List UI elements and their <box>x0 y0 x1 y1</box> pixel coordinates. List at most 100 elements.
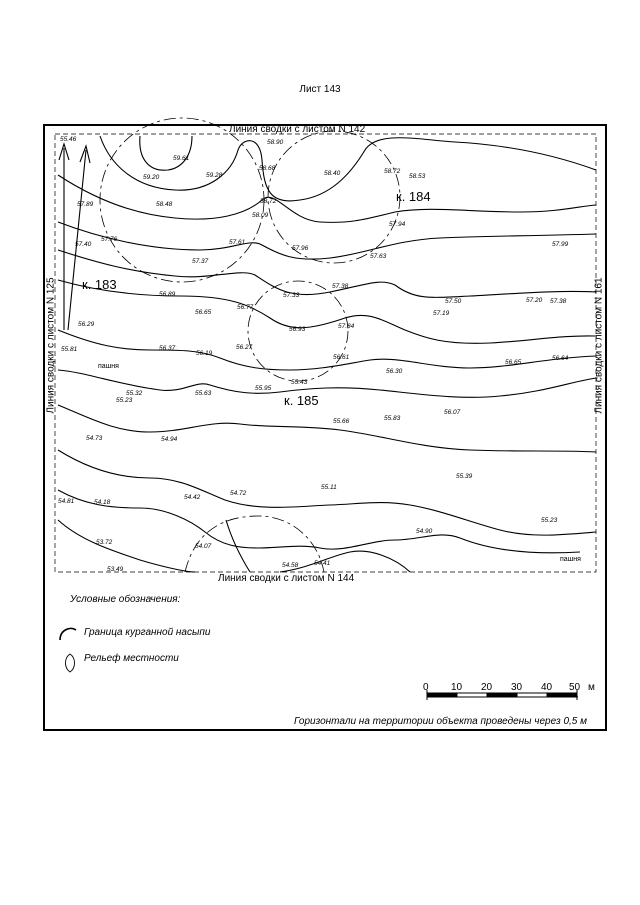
elevation-mark: 54.72 <box>230 490 247 497</box>
elevation-mark: 54.94 <box>161 436 178 443</box>
contour-line <box>57 519 196 573</box>
scale-tick-label: 40 <box>541 682 553 693</box>
elevation-mark: 54.81 <box>58 498 75 505</box>
elevation-mark: 57.37 <box>192 258 209 265</box>
elevation-mark: 56.27 <box>236 344 253 351</box>
elevation-mark: 55.95 <box>255 385 272 392</box>
elevation-mark: 58.40 <box>324 170 341 177</box>
elevation-mark: 55.43 <box>291 379 308 386</box>
elevation-mark: 58.48 <box>156 201 173 208</box>
elevation-mark: 57.20 <box>526 297 543 304</box>
elevation-mark: 54.07 <box>195 543 212 550</box>
elevation-mark: 56.89 <box>159 291 176 298</box>
contour-line <box>57 329 597 371</box>
elevation-mark: 56.30 <box>386 368 403 375</box>
elevation-mark: 55.46 <box>60 136 77 143</box>
contour-line <box>225 519 251 573</box>
contour-line <box>57 249 597 298</box>
legend-icons <box>59 627 77 673</box>
contour-line <box>57 279 597 344</box>
left-edge-label: Линия сводки с листом N 125 <box>45 277 57 414</box>
elevation-mark: 54.42 <box>184 494 201 501</box>
contour-line <box>57 489 581 554</box>
sheet-boundary <box>54 133 597 573</box>
elevation-mark: 57.63 <box>370 253 387 260</box>
kurgan-label-184: к. 184 <box>396 189 431 204</box>
contour-line <box>57 369 597 398</box>
elevation-mark: 56.07 <box>444 409 461 416</box>
scale-unit: м <box>588 682 595 693</box>
contour-line <box>57 221 597 260</box>
terrain-relief-icon <box>65 653 75 673</box>
elevation-mark: 57.33 <box>283 292 300 299</box>
scale-tick-label: 20 <box>481 682 493 693</box>
contour-line <box>57 174 597 223</box>
legend-label-mound-boundary: Граница курганной насыпи <box>84 627 211 638</box>
elevation-mark: 57.94 <box>389 221 406 228</box>
elevation-mark: 58.09 <box>252 212 269 219</box>
elevation-mark: 57.50 <box>445 298 462 305</box>
land-label-arable: пашня <box>98 363 119 370</box>
contour-line <box>57 404 597 453</box>
elevation-mark: 56.29 <box>78 321 95 328</box>
elevation-mark: 56.65 <box>195 309 212 316</box>
elevation-mark: 55.63 <box>195 390 212 397</box>
elevation-mark: 56.65 <box>505 359 522 366</box>
elevation-mark: 55.81 <box>61 346 78 353</box>
elevation-mark: 56.61 <box>333 354 350 361</box>
mound-boundary-icon <box>59 627 77 641</box>
contour-line <box>99 135 597 202</box>
kurgan-label-183: к. 183 <box>82 277 117 292</box>
elevation-mark: 58.90 <box>267 139 284 146</box>
elevation-mark: 57.96 <box>292 245 309 252</box>
right-edge-label: Линия сводки с листом N 161 <box>593 277 605 414</box>
elevation-mark: 55.23 <box>116 397 133 404</box>
map-frame <box>43 124 607 731</box>
elevation-mark: 57.38 <box>550 298 567 305</box>
elevation-mark: 58.72 <box>260 198 277 205</box>
scale-tick-label: 50 <box>569 682 581 693</box>
elevation-mark: 56.77 <box>237 304 254 311</box>
elevation-mark: 57.89 <box>77 201 94 208</box>
elevation-mark: 54.18 <box>94 499 111 506</box>
elevation-mark: 56.64 <box>552 355 569 362</box>
elevation-mark: 58.72 <box>384 168 401 175</box>
mound-boundary-184 <box>267 130 401 264</box>
contour-line <box>57 449 597 536</box>
elevation-mark: 55.23 <box>541 517 558 524</box>
elevation-mark: 57.19 <box>433 310 450 317</box>
elevation-mark: 56.19 <box>196 350 213 357</box>
contour-lines <box>57 135 597 573</box>
elevation-mark: 54.41 <box>314 560 331 567</box>
contour-interval-note: Горизонтали на территории объекта провед… <box>294 716 588 727</box>
elevation-mark: 55.11 <box>321 484 337 491</box>
mound-boundary-bottom <box>184 515 325 573</box>
sheet-title: Лист 143 <box>299 84 341 95</box>
elevation-mark: 55.32 <box>126 390 143 397</box>
scale-tick-label: 0 <box>423 682 429 693</box>
elevation-mark: 57.61 <box>229 239 246 246</box>
scale-bar <box>426 690 578 700</box>
elevation-mark: 56.37 <box>159 345 176 352</box>
elevation-mark: 59.61 <box>173 155 190 162</box>
elevation-mark: 55.39 <box>456 473 473 480</box>
elevation-mark: 53.49 <box>107 566 124 573</box>
elevation-mark: 59.20 <box>143 174 160 181</box>
elevation-mark: 54.58 <box>282 562 299 569</box>
scale-tick-label: 10 <box>451 682 463 693</box>
mound-boundaries <box>99 117 401 573</box>
bottom-edge-label: Линия сводки с листом N 144 <box>218 573 355 584</box>
kurgan-label-185: к. 185 <box>284 393 319 408</box>
elevation-mark: 54.73 <box>86 435 103 442</box>
elevation-mark: 59.28 <box>206 172 223 179</box>
elevation-mark: 58.68 <box>259 165 276 172</box>
elevation-mark: 57.99 <box>552 241 569 248</box>
north-arrow-icon <box>58 142 91 331</box>
elevation-mark: 55.66 <box>333 418 350 425</box>
contour-line <box>139 135 193 171</box>
legend-title: Условные обозначения: <box>70 594 181 605</box>
contour-line <box>279 550 411 573</box>
land-label-arable: пашня <box>560 556 581 563</box>
mound-boundary-185 <box>247 280 349 382</box>
